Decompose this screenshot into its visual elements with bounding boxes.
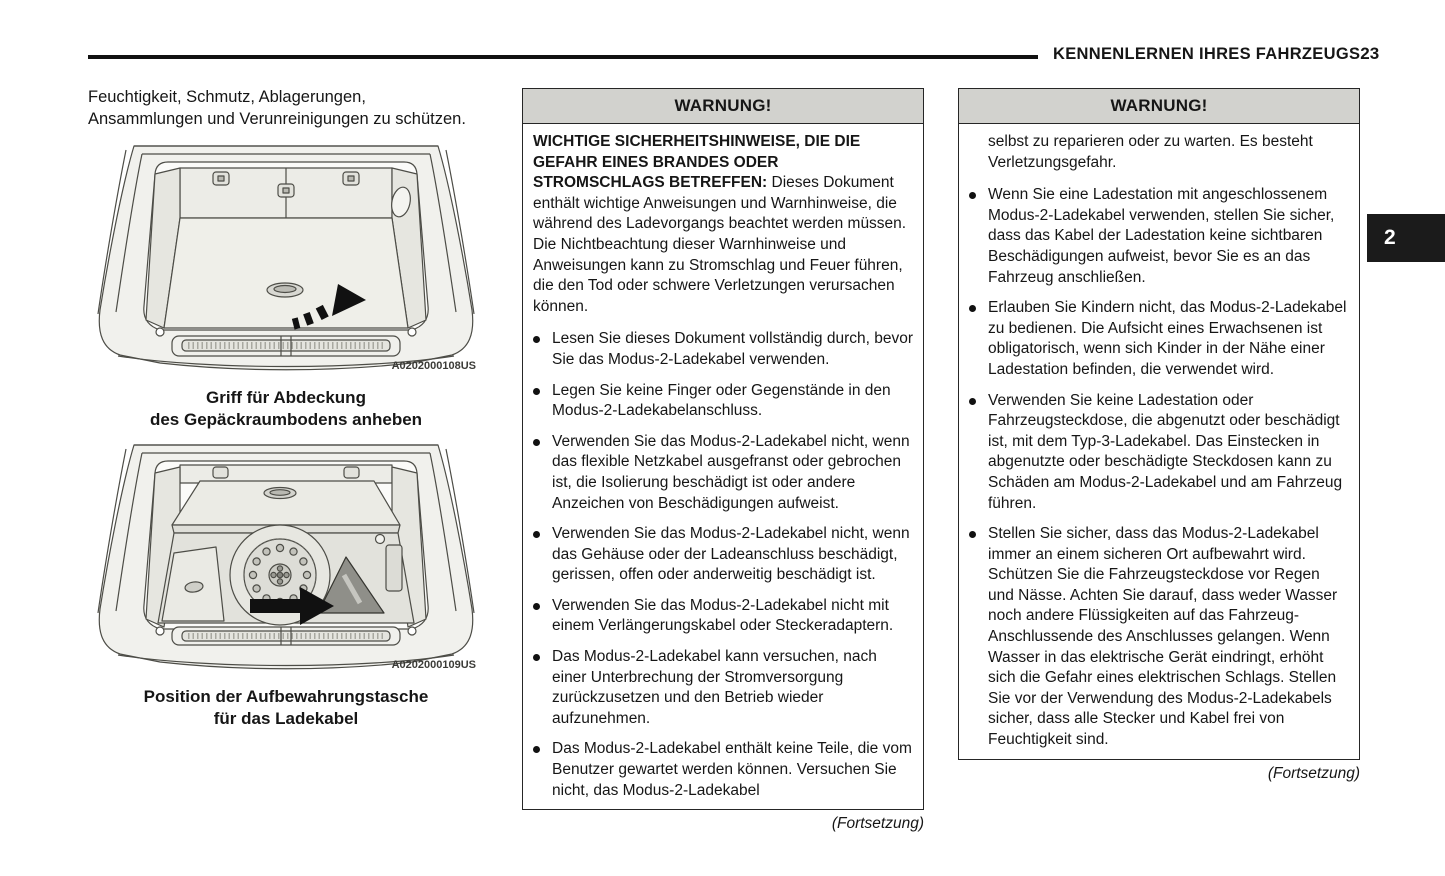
- warning-box: WARNUNG! selbst zu reparieren oder zu wa…: [958, 88, 1360, 760]
- warning-title: WARNUNG!: [1110, 96, 1208, 115]
- seat-latch-icons: [212, 466, 360, 479]
- bullet-icon: [533, 654, 540, 662]
- bullet-icon: [969, 531, 976, 539]
- bullet-text: Lesen Sie dieses Dokument vollständig du…: [552, 330, 914, 368]
- bullet-text: Verwenden Sie das Modus-2-Ladekabel nich…: [552, 432, 910, 512]
- list-item: Verwenden Sie das Modus-2-Ladekabel nich…: [533, 432, 913, 514]
- seat-latch-icons: [212, 171, 360, 198]
- warning-bullet-list: Wenn Sie eine Ladestation mit angeschlos…: [969, 185, 1349, 750]
- bullet-text: Das Modus-2-Ladekabel kann versuchen, na…: [552, 648, 877, 727]
- bullet-text: Verwenden Sie keine Ladestation oder Fah…: [988, 391, 1343, 512]
- bullet-icon: [969, 305, 976, 313]
- figure-caption: Griff für Abdeckung des Gepäckraumbodens…: [88, 387, 484, 431]
- caption-line: Position der Aufbewahrungstasche: [143, 687, 429, 706]
- bullet-icon: [533, 336, 540, 344]
- page-number: 23: [1360, 44, 1380, 63]
- floor-handle: [266, 282, 304, 298]
- lift-arrow: [291, 284, 366, 330]
- figure-label: A0202000108US: [392, 360, 476, 372]
- bullet-icon: [533, 387, 540, 395]
- car-outline: [97, 444, 475, 670]
- chapter-tab-number: 2: [1384, 226, 1396, 249]
- chapter-title: KENNENLERNEN IHRES FAHRZEUGS: [1053, 45, 1361, 63]
- warning-column-2: WARNUNG! selbst zu reparieren oder zu wa…: [958, 88, 1360, 783]
- left-column: Feuchtigkeit, Schmutz, Ablagerungen, Ans…: [88, 86, 484, 740]
- warning-box-body: selbst zu reparieren oder zu warten. Es …: [959, 124, 1359, 759]
- chapter-tab: 2: [1367, 214, 1445, 262]
- warning-carryover-text: selbst zu reparieren oder zu warten. Es …: [988, 133, 1313, 171]
- warning-intro-lead: WICHTIGE SICHERHEITSHINWEISE, DIE DIE GE…: [533, 133, 861, 192]
- list-item: Erlauben Sie Kindern nicht, das Modus-2-…: [969, 298, 1349, 380]
- figure-caption: Position der Aufbewahrungstasche für das…: [88, 686, 484, 730]
- list-item: Lesen Sie dieses Dokument vollständig du…: [533, 329, 913, 370]
- bullet-text: Das Modus-2-Ladekabel enthält keine Teil…: [552, 740, 912, 799]
- warning-box: WARNUNG! WICHTIGE SICHERHEITSHINWEISE, D…: [522, 88, 924, 811]
- bullet-icon: [969, 397, 976, 405]
- warning-box-header: WARNUNG!: [959, 89, 1359, 124]
- bullet-icon: [969, 192, 976, 200]
- cargo-area-illustration: A0202000108US: [97, 145, 476, 372]
- bullet-icon: [533, 602, 540, 610]
- bullet-text: Wenn Sie eine Ladestation mit angeschlos…: [988, 186, 1335, 286]
- warning-column-1: WARNUNG! WICHTIGE SICHERHEITSHINWEISE, D…: [522, 88, 924, 833]
- intro-paragraph: Feuchtigkeit, Schmutz, Ablagerungen, Ans…: [88, 88, 466, 128]
- list-item: Das Modus-2-Ladekabel kann versuchen, na…: [533, 647, 913, 729]
- warning-box-header: WARNUNG!: [523, 89, 923, 124]
- warning-intro-paragraph: WICHTIGE SICHERHEITSHINWEISE, DIE DIE GE…: [533, 132, 913, 317]
- bullet-icon: [533, 746, 540, 754]
- list-item: Legen Sie keine Finger oder Gegenstände …: [533, 381, 913, 422]
- spare-tire-illustration: A0202000109US: [97, 444, 476, 671]
- direction-arrow: [250, 587, 334, 625]
- warning-title: WARNUNG!: [674, 96, 772, 115]
- caption-line: des Gepäckraumbodens anheben: [149, 410, 423, 429]
- caption-line: für das Ladekabel: [213, 709, 359, 728]
- list-item: Wenn Sie eine Ladestation mit angeschlos…: [969, 185, 1349, 288]
- figure-charging-cable-bag: A0202000109US Position der Aufbewahrungs…: [88, 441, 484, 730]
- bullet-text: Verwenden Sie das Modus-2-Ladekabel nich…: [552, 596, 894, 635]
- bullet-text: Verwenden Sie das Modus-2-Ladekabel nich…: [552, 525, 910, 584]
- storage-bag: [317, 556, 385, 614]
- list-item: Verwenden Sie keine Ladestation oder Fah…: [969, 391, 1349, 515]
- bullet-icon: [533, 531, 540, 539]
- page-header: KENNENLERNEN IHRES FAHRZEUGS 23: [1053, 44, 1379, 64]
- car-outline: [97, 145, 475, 371]
- continuation-note: (Fortsetzung): [1267, 764, 1360, 782]
- list-item: Verwenden Sie das Modus-2-Ladekabel nich…: [533, 596, 913, 637]
- list-item: Verwenden Sie das Modus-2-Ladekabel nich…: [533, 524, 913, 586]
- bullet-text: Legen Sie keine Finger oder Gegenstände …: [552, 381, 891, 420]
- list-item: Das Modus-2-Ladekabel enthält keine Teil…: [533, 739, 913, 801]
- figure-label: A0202000109US: [392, 659, 476, 671]
- header-rule: [88, 55, 1038, 59]
- warning-bullet-list: Lesen Sie dieses Dokument vollständig du…: [533, 329, 913, 801]
- bullet-text: Stellen Sie sicher, dass das Modus-2-Lad…: [988, 525, 1338, 749]
- bullet-text: Erlauben Sie Kindern nicht, das Modus-2-…: [988, 299, 1347, 378]
- continuation-note: (Fortsetzung): [831, 815, 924, 833]
- list-item: Stellen Sie sicher, dass das Modus-2-Lad…: [969, 524, 1349, 751]
- figure-cargo-floor-handle: A0202000108US Griff für Abdeckung des Ge…: [88, 142, 484, 431]
- caption-line: Griff für Abdeckung: [206, 388, 366, 407]
- warning-intro-rest: Dieses Dokument enthält wichtige Anweisu…: [533, 174, 907, 315]
- bullet-icon: [533, 438, 540, 446]
- warning-box-body: WICHTIGE SICHERHEITSHINWEISE, DIE DIE GE…: [523, 124, 923, 809]
